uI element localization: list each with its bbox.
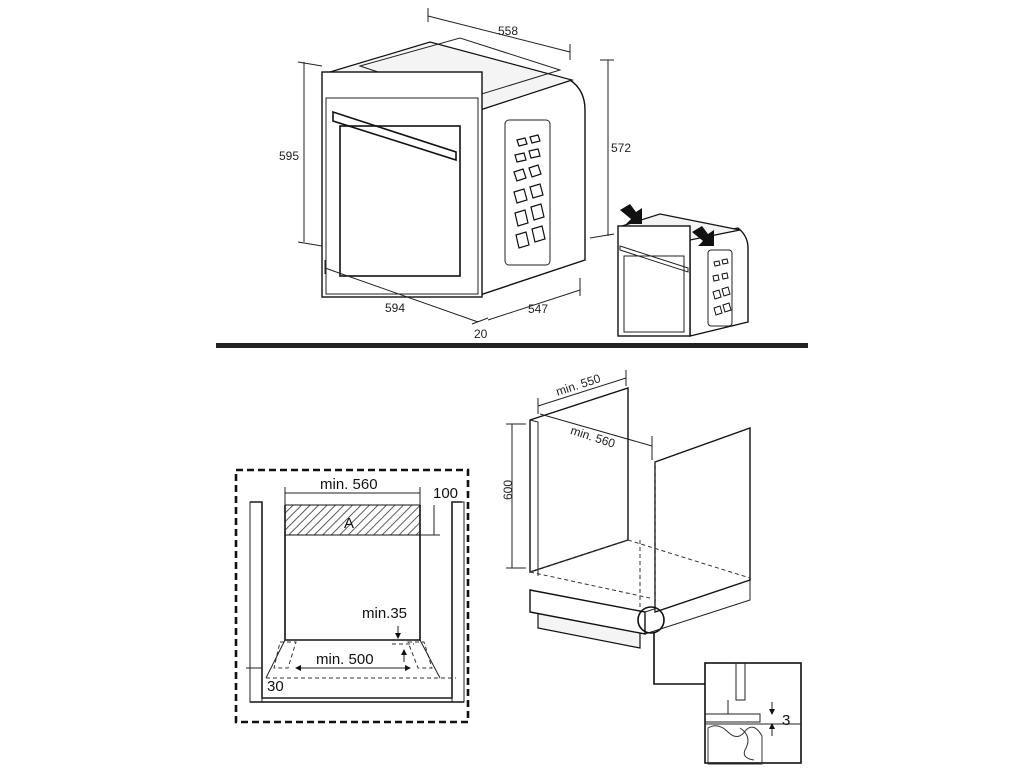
carry-arrow-right-icon — [692, 226, 714, 246]
section-divider — [216, 343, 808, 348]
dim-width-bottom: 594 — [385, 301, 405, 315]
vent-label-a: A — [344, 515, 354, 532]
dim-width-top: 558 — [498, 24, 518, 38]
dim-cabinet-min-depth: min. 550 — [554, 371, 602, 399]
carry-arrow-left-icon — [620, 204, 642, 224]
dim-depth-bottom: 547 — [528, 302, 548, 316]
side-vent-slots — [513, 134, 546, 249]
front-installation-drawing: A min. 560 100 min. 500 min.35 30 — [234, 468, 470, 724]
oven-dimension-drawing: 558 595 572 594 547 20 — [279, 8, 631, 341]
dim-min-gap: min.35 — [362, 605, 407, 622]
dim-min-width: min. 560 — [320, 476, 378, 493]
dim-top: 100 — [433, 485, 458, 502]
dim-detail-gap: 3 — [782, 712, 790, 729]
dim-cabinet-height: 600 — [501, 480, 515, 500]
dim-min-bottom: min. 500 — [316, 651, 374, 668]
vent-area-a — [284, 504, 421, 536]
dim-door: 20 — [474, 327, 488, 341]
cabinet-drawing: min. 550 min. 560 600 3 — [501, 370, 802, 765]
dim-corner: 30 — [267, 678, 284, 695]
dim-height-right: 572 — [611, 141, 631, 155]
dim-height-left: 595 — [279, 149, 299, 163]
oven-carry-illustration — [617, 204, 749, 337]
